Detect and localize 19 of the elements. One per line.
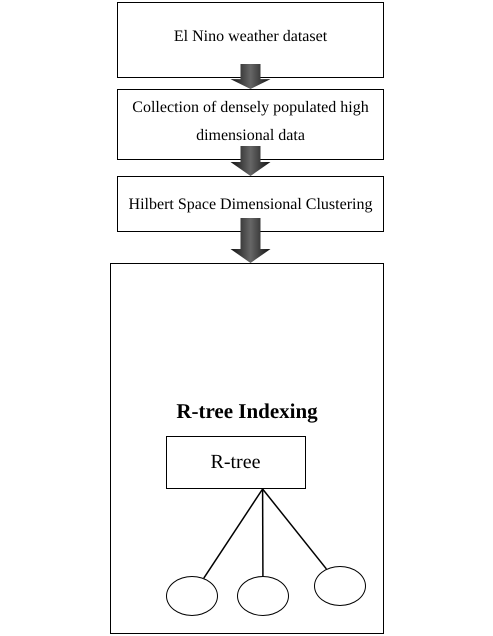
root-box — [166, 436, 306, 488]
leaf-circle — [314, 566, 366, 606]
node-label: R-tree — [210, 450, 262, 474]
block-arrow — [230, 218, 270, 263]
block-arrow — [230, 64, 270, 89]
connector-line — [203, 488, 264, 579]
node-label: Hilbert Space Dimensional Clustering — [128, 195, 374, 215]
node-label: El Nino weather dataset — [172, 27, 328, 47]
group-box — [110, 263, 384, 634]
process-box — [117, 176, 384, 232]
block-arrow — [230, 146, 270, 176]
connector-line — [262, 489, 264, 576]
leaf-circle — [166, 576, 218, 616]
process-box — [117, 89, 384, 160]
connector-line — [262, 488, 327, 570]
process-box — [117, 2, 384, 78]
leaf-circle — [236, 576, 288, 616]
node-label: Collection of densely populated high dimensional data — [131, 98, 370, 146]
node-label: R-tree Indexing — [175, 398, 319, 425]
